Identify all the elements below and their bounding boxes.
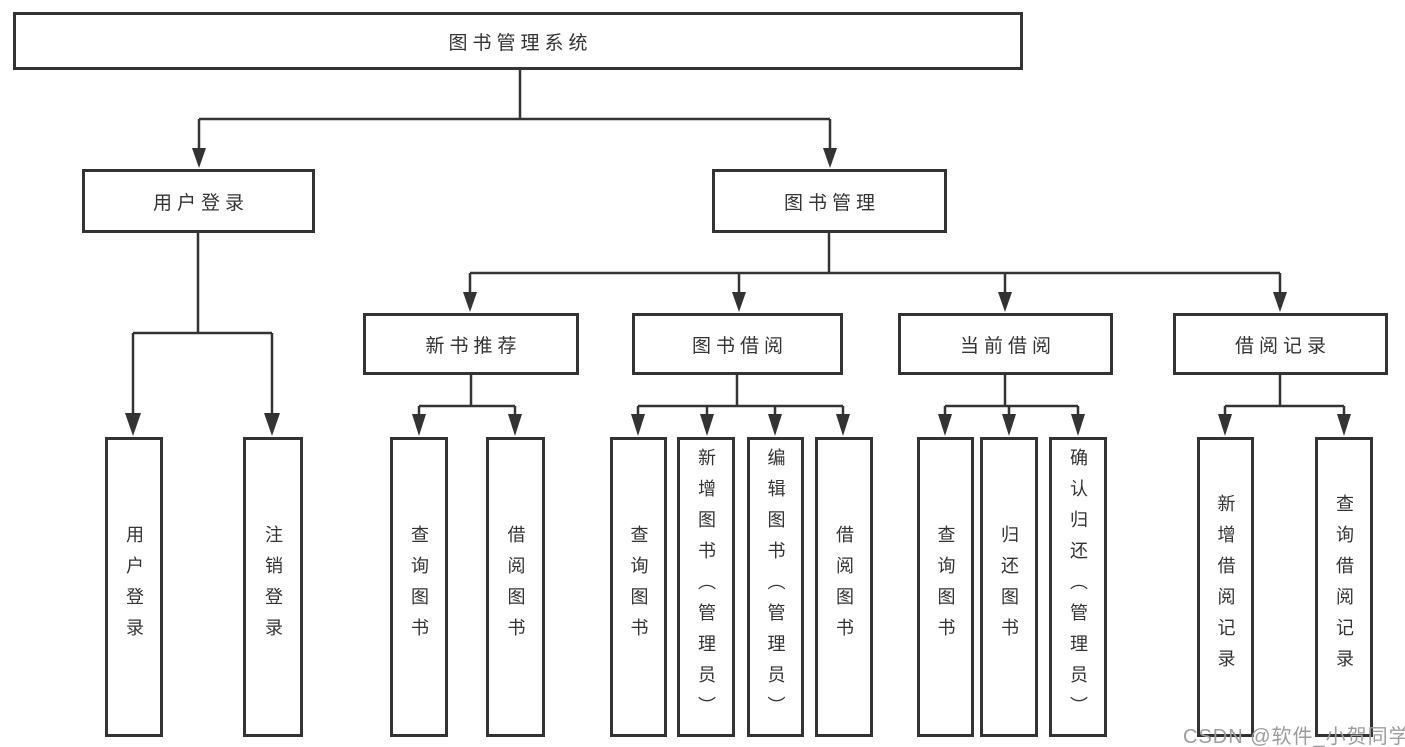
leaf-add-borrow-record: 新增借阅记录 [1197,437,1254,737]
leaf-query-books-3: 查询图书 [917,437,974,737]
connector-path [131,70,1346,418]
leaf-label: 查询图书 [409,525,429,649]
leaf-query-borrow-record: 查询借阅记录 [1315,437,1373,737]
leaf-label: 查询图书 [935,525,956,649]
node-book-borrowing: 图书借阅 [632,313,843,375]
leaf-logout: 注销登录 [243,437,303,737]
leaf-borrow-books-1: 借阅图书 [486,437,545,737]
node-current-borrowing: 当前借阅 [898,313,1113,375]
leaf-query-books-2: 查询图书 [610,437,667,737]
leaf-borrow-books-2: 借阅图书 [815,437,873,737]
leaf-add-books-admin: 新增图书（管理员） [677,437,735,737]
leaf-label: 归还图书 [999,525,1019,649]
arrow-down-icons [125,148,1351,436]
leaf-label: 新增借阅记录 [1215,494,1236,680]
leaf-label: 查询图书 [628,525,649,649]
leaf-label: 编辑图书（管理员） [765,447,786,727]
leaf-edit-books-admin: 编辑图书（管理员） [747,437,804,737]
node-borrowing-records: 借阅记录 [1173,313,1388,375]
leaf-label: 借阅图书 [834,525,854,649]
leaf-label: 查询借阅记录 [1334,494,1354,680]
leaf-label: 借阅图书 [505,525,526,649]
node-new-book-recommend: 新书推荐 [363,313,579,375]
leaf-label: 注销登录 [263,525,283,649]
leaf-query-books-1: 查询图书 [390,437,448,737]
node-book-management-branch: 图书管理 [712,169,947,233]
leaf-label: 新增图书（管理员） [696,447,716,727]
node-user-login-branch: 用户登录 [82,169,315,233]
node-library-system: 图书管理系统 [13,12,1023,70]
leaf-confirm-return-admin: 确认归还（管理员） [1049,437,1107,737]
leaf-label: 用户登录 [124,525,144,649]
leaf-label: 确认归还（管理员） [1068,447,1088,727]
leaf-user-login: 用户登录 [105,437,163,737]
leaf-return-books: 归还图书 [980,437,1038,737]
csdn-watermark: CSDN @软件_小贺同学 [1183,726,1405,747]
